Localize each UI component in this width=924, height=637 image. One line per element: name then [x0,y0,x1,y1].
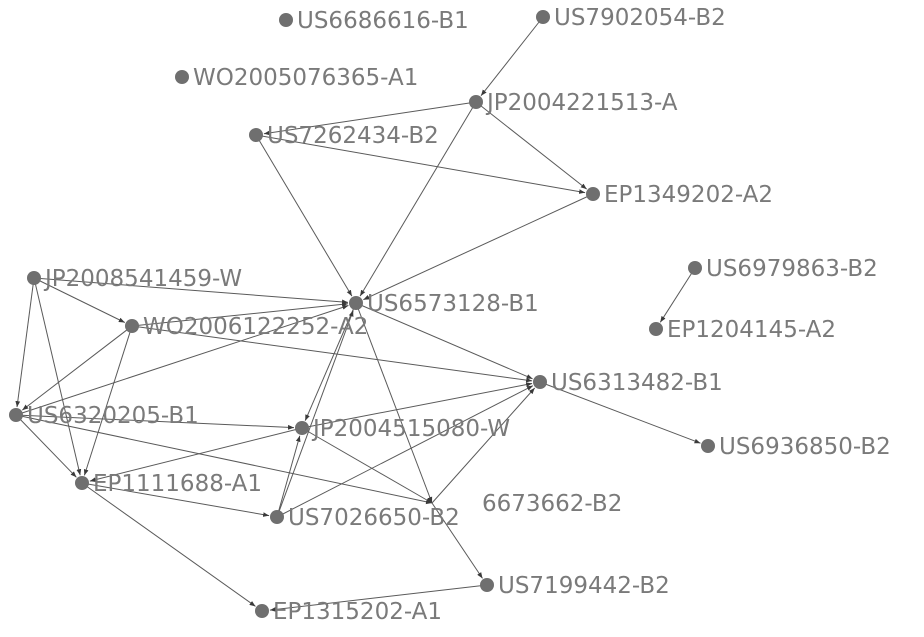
edge-us7026650-b2-to-us6313482-b1 [276,385,534,518]
node-wo2005076365-a1[interactable]: WO2005076365-A1 [175,65,418,91]
node-ep1111688-a1[interactable]: EP1111688-A1 [75,471,262,497]
node-dot[interactable] [75,476,89,490]
node-label: US7026650-B2 [288,505,460,531]
node-us7026650-b2[interactable]: US7026650-B2 [270,505,460,531]
edge-us6320205-b1-to-us6673662-b2 [15,414,433,505]
node-label: US6686616-B1 [297,8,469,34]
edge-ep1111688-a1-to-us7026650-b2 [81,482,270,517]
node-label: US6320205-B1 [27,403,199,429]
node-us6573128-b1[interactable]: US6573128-B1 [349,291,539,317]
node-dot[interactable] [688,261,702,275]
node-layer: US6686616-B1 US7902054-B2WO2005076365-A1J… [9,5,891,625]
node-dot[interactable] [125,319,139,333]
node-label: EP1204145-A2 [667,317,836,343]
node-us6313482-b1[interactable]: US6313482-B1 [533,370,723,396]
node-ep1349202-a2[interactable]: EP1349202-A2 [586,182,773,208]
edge-jp2004515080-w-to-us6313482-b1 [301,382,533,429]
node-dot[interactable] [349,296,363,310]
node-label: US7902054-B2 [554,5,726,31]
node-label: WO2005076365-A1 [193,65,418,91]
node-us7199442-b2[interactable]: US7199442-B2 [480,573,670,599]
edge-us6673662-b2-to-us6313482-b1 [431,387,536,504]
node-dot[interactable] [279,13,293,27]
node-dot[interactable] [536,10,550,24]
node-dot[interactable] [270,510,284,524]
node-dot[interactable] [249,128,263,142]
node-us6979863-b2[interactable]: US6979863-B2 [688,256,878,282]
node-label: US7199442-B2 [498,573,670,599]
node-us6673662-b2[interactable]: 6673662-B2 [482,491,622,517]
edge-us7026650-b2-to-us6573128-b1 [276,310,354,518]
node-dot[interactable] [586,187,600,201]
edge-jp2004515080-w-to-us6673662-b2 [301,427,433,504]
node-label: EP1315202-A1 [273,599,442,625]
node-dot[interactable] [469,95,483,109]
node-us7262434-b2[interactable]: US7262434-B2 [249,123,439,149]
node-jp2008541459-w[interactable]: JP2008541459-W [27,266,242,292]
node-dot[interactable] [533,375,547,389]
node-dot[interactable] [27,271,41,285]
node-dot[interactable] [701,439,715,453]
edge-jp2004221513-a-to-us7262434-b2 [263,101,477,136]
node-label: JP2008541459-W [43,266,242,292]
node-dot[interactable] [255,604,269,618]
edge-wo2006122252-a2-to-us6573128-b1 [131,302,349,327]
node-dot[interactable] [9,408,23,422]
edge-us6573128-b1-to-us6673662-b2 [355,302,433,504]
node-jp2004515080-w[interactable]: JP2004515080-W [295,416,510,442]
edge-us6573128-b1-to-us6313482-b1 [355,302,533,380]
node-ep1315202-a1[interactable]: EP1315202-A1 [255,599,442,625]
node-dot[interactable] [480,578,494,592]
edge-jp2008541459-w-to-us6573128-b1 [33,277,349,305]
node-us6320205-b1[interactable]: US6320205-B1 [9,403,199,429]
node-label: US6979863-B2 [706,256,878,282]
edge-us6979863-b2-to-ep1204145-a2 [659,267,696,323]
node-label: US6313482-B1 [551,370,723,396]
edge-jp2008541459-w-to-us6320205-b1 [15,277,35,408]
edge-wo2006122252-a2-to-us6320205-b1 [21,325,133,411]
node-label: US6936850-B2 [719,434,891,460]
edge-us6320205-b1-to-jp2004515080-w [15,414,295,430]
edge-jp2004221513-a-to-ep1349202-a2 [475,101,588,190]
edge-jp2004221513-a-to-us6573128-b1 [359,101,477,297]
edge-us6320205-b1-to-ep1111688-a1 [15,414,77,478]
edge-us6313482-b1-to-us6936850-b2 [539,381,701,444]
node-label: WO2006122252-A2 [143,314,368,340]
edge-us7262434-b2-to-ep1349202-a2 [255,134,586,194]
node-wo2006122252-a2[interactable]: WO2006122252-A2 [125,314,368,340]
node-label: US6573128-B1 [367,291,539,317]
node-us7902054-b2[interactable]: US7902054-B2 [536,5,726,31]
edge-wo2006122252-a2-to-us6313482-b1 [131,325,533,383]
node-label: EP1111688-A1 [93,471,262,497]
edge-us6573128-b1-to-jp2004515080-w [304,302,357,421]
node-jp2004221513-a[interactable]: JP2004221513-A [469,90,678,116]
edge-us6320205-b1-to-us6573128-b1 [15,305,349,416]
edge-us7199442-b2-to-ep1315202-a1 [269,584,488,612]
node-us6686616-b1[interactable]: US6686616-B1 [279,8,469,34]
node-dot[interactable] [175,70,189,84]
edge-us6673662-b2-to-us7199442-b2 [431,502,483,579]
edge-wo2006122252-a2-to-ep1111688-a1 [83,325,133,476]
node-label: JP2004221513-A [485,90,678,116]
edge-layer [15,16,701,612]
edge-jp2008541459-w-to-wo2006122252-a2 [33,277,126,323]
node-label: JP2004515080-W [311,416,510,442]
edge-jp2008541459-w-to-ep1111688-a1 [33,277,82,476]
edge-ep1111688-a1-to-ep1315202-a1 [81,482,256,607]
node-ep1204145-a2[interactable]: EP1204145-A2 [649,317,836,343]
edge-us7026650-b2-to-jp2004515080-w [276,435,301,518]
edge-us7902054-b2-to-jp2004221513-a [480,16,544,97]
edge-ep1349202-a2-to-us6573128-b1 [363,193,594,301]
node-label: 6673662-B2 [482,491,622,517]
node-us6936850-b2[interactable]: US6936850-B2 [701,434,891,460]
node-label: EP1349202-A2 [604,182,773,208]
node-label: US7262434-B2 [267,123,439,149]
node-dot[interactable] [295,421,309,435]
edge-us7262434-b2-to-us6573128-b1 [255,134,353,297]
edge-jp2004515080-w-to-ep1111688-a1 [89,427,303,482]
node-dot[interactable] [649,322,663,336]
